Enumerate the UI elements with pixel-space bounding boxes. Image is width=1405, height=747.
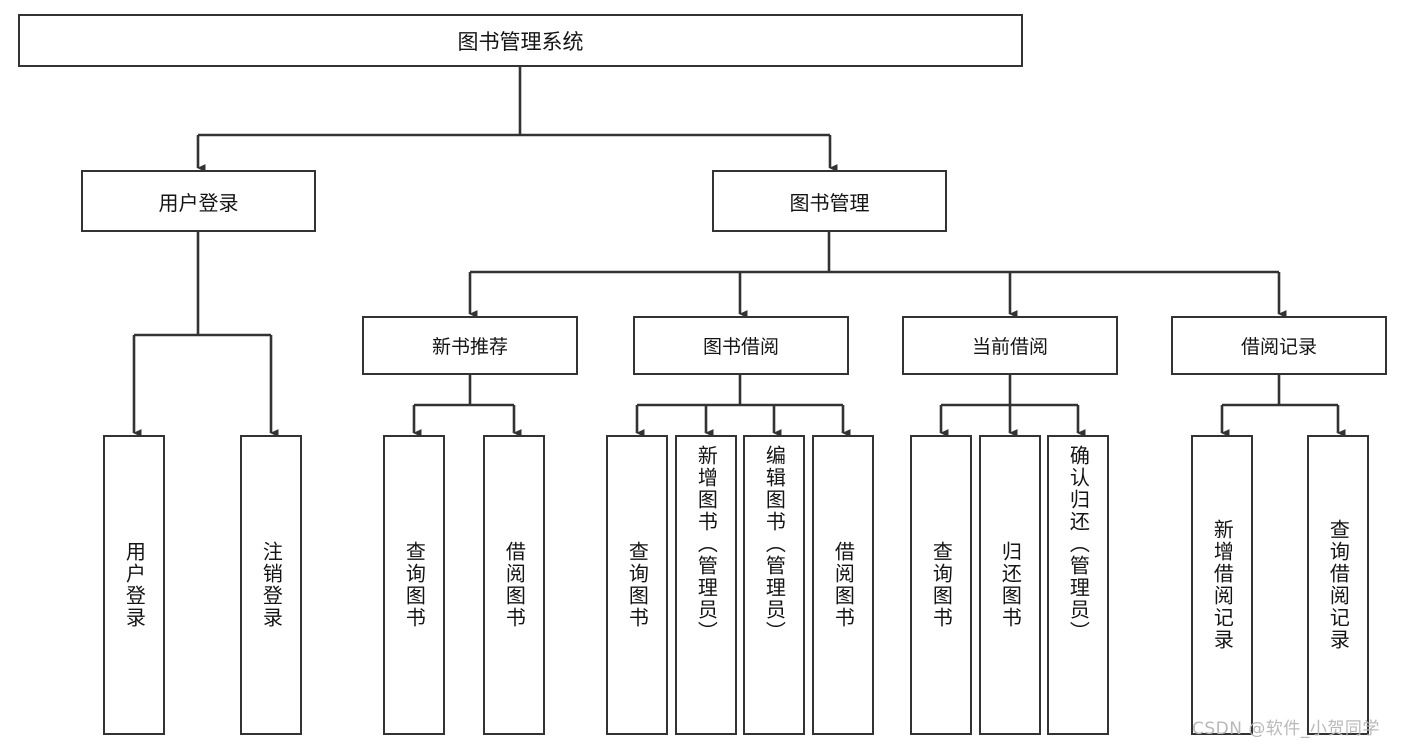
leaf-query-book-3[interactable]: 查询图书: [910, 435, 972, 735]
leaf-query-book-3-label: 查询图书: [929, 541, 954, 629]
node-book-management[interactable]: 图书管理: [712, 170, 947, 232]
node-borrow-record[interactable]: 借阅记录: [1171, 316, 1387, 375]
node-borrow-record-label: 借阅记录: [1240, 336, 1317, 358]
leaf-add-record[interactable]: 新增借阅记录: [1191, 435, 1253, 735]
node-current-borrow-label: 当前借阅: [971, 336, 1048, 358]
leaf-user-login-label: 用户登录: [122, 541, 147, 629]
leaf-confirm-return-label: 确认归还（管理员）: [1066, 445, 1091, 643]
node-book-borrow-label: 图书借阅: [702, 336, 779, 358]
node-book-management-label: 图书管理: [789, 190, 870, 215]
leaf-borrow-book-1-label: 借阅图书: [502, 541, 527, 629]
leaf-borrow-book-1[interactable]: 借阅图书: [483, 435, 545, 735]
node-root-label: 图书管理系统: [457, 29, 584, 54]
leaf-add-record-label: 新增借阅记录: [1210, 519, 1235, 651]
csdn-watermark: CSDN @软件_小贺同学: [1192, 719, 1380, 739]
leaf-query-book-1[interactable]: 查询图书: [383, 435, 445, 735]
leaf-query-record-label: 查询借阅记录: [1326, 519, 1351, 651]
leaf-add-book[interactable]: 新增图书（管理员）: [675, 435, 737, 735]
leaf-borrow-book-2[interactable]: 借阅图书: [812, 435, 874, 735]
leaf-edit-book-label: 编辑图书（管理员）: [762, 445, 787, 643]
leaf-borrow-book-2-label: 借阅图书: [831, 541, 856, 629]
node-root[interactable]: 图书管理系统: [18, 14, 1023, 67]
leaf-user-login[interactable]: 用户登录: [103, 435, 165, 735]
leaf-query-book-2[interactable]: 查询图书: [606, 435, 668, 735]
leaf-edit-book[interactable]: 编辑图书（管理员）: [743, 435, 805, 735]
leaf-query-record[interactable]: 查询借阅记录: [1307, 435, 1369, 735]
node-current-borrow[interactable]: 当前借阅: [902, 316, 1118, 375]
leaf-query-book-2-label: 查询图书: [625, 541, 650, 629]
leaf-add-book-label: 新增图书（管理员）: [694, 445, 719, 643]
leaf-user-logout-label: 注销登录: [259, 541, 284, 629]
leaf-user-logout[interactable]: 注销登录: [240, 435, 302, 735]
node-new-book-recommend[interactable]: 新书推荐: [362, 316, 578, 375]
node-user-login[interactable]: 用户登录: [81, 170, 316, 232]
leaf-return-book-label: 归还图书: [998, 541, 1023, 629]
node-user-login-label: 用户登录: [158, 190, 239, 215]
node-new-book-recommend-label: 新书推荐: [431, 336, 508, 358]
leaf-query-book-1-label: 查询图书: [402, 541, 427, 629]
leaf-confirm-return[interactable]: 确认归还（管理员）: [1047, 435, 1109, 735]
node-book-borrow[interactable]: 图书借阅: [633, 316, 849, 375]
leaf-return-book[interactable]: 归还图书: [979, 435, 1041, 735]
